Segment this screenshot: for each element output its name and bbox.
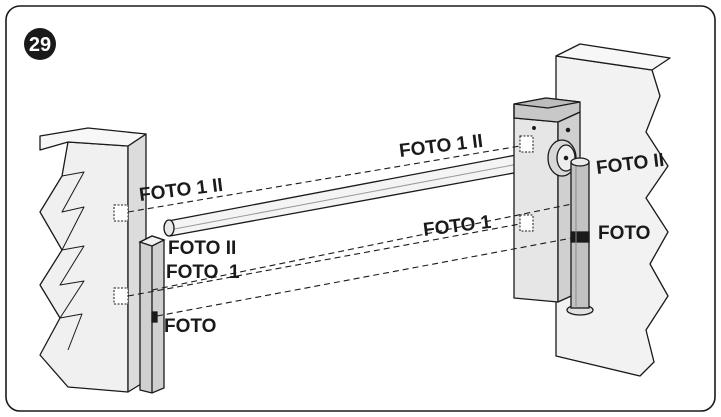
beam-foto-ii [151, 203, 573, 291]
photocell-beams [127, 145, 573, 317]
left-wall-photocells [113, 204, 129, 305]
figure-number: 29 [29, 34, 51, 56]
beam-foto [156, 237, 573, 317]
label-foto-left: FOTO [164, 316, 216, 337]
boom-hub [547, 139, 577, 177]
label-foto-right: FOTO [598, 223, 650, 244]
left-wall-pillar [39, 127, 147, 393]
label-foto-ii-left: FOTO II [168, 238, 236, 259]
boom-arm [163, 148, 553, 237]
beam-foto1-ii [127, 145, 521, 213]
label-foto1-left: FOTO 1 [166, 262, 240, 283]
right-support-post [566, 157, 594, 316]
cabinet-photocells [519, 135, 534, 232]
barrier-cabinet [513, 97, 581, 303]
left-support-post [138, 235, 166, 394]
beam-foto1 [127, 223, 521, 297]
figure-number-badge: 29 [24, 28, 56, 60]
